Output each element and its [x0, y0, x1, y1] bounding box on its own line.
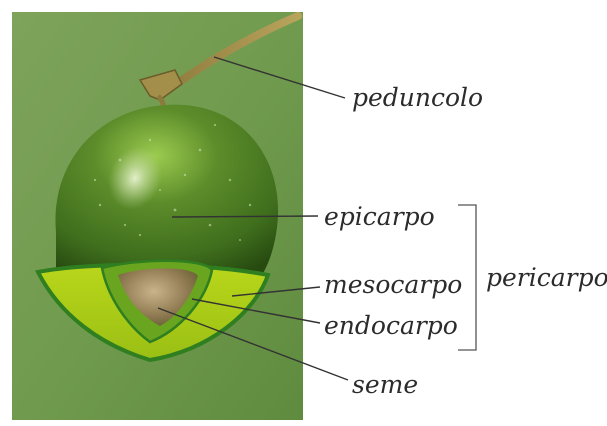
label-peduncolo: peduncolo [352, 83, 483, 112]
leader-epicarpo [172, 216, 318, 217]
label-pericarpo: pericarpo [486, 263, 607, 292]
label-endocarpo: endocarpo [324, 311, 458, 340]
label-seme: seme [352, 370, 418, 399]
label-epicarpo: epicarpo [324, 202, 435, 231]
label-mesocarpo: mesocarpo [324, 270, 462, 299]
